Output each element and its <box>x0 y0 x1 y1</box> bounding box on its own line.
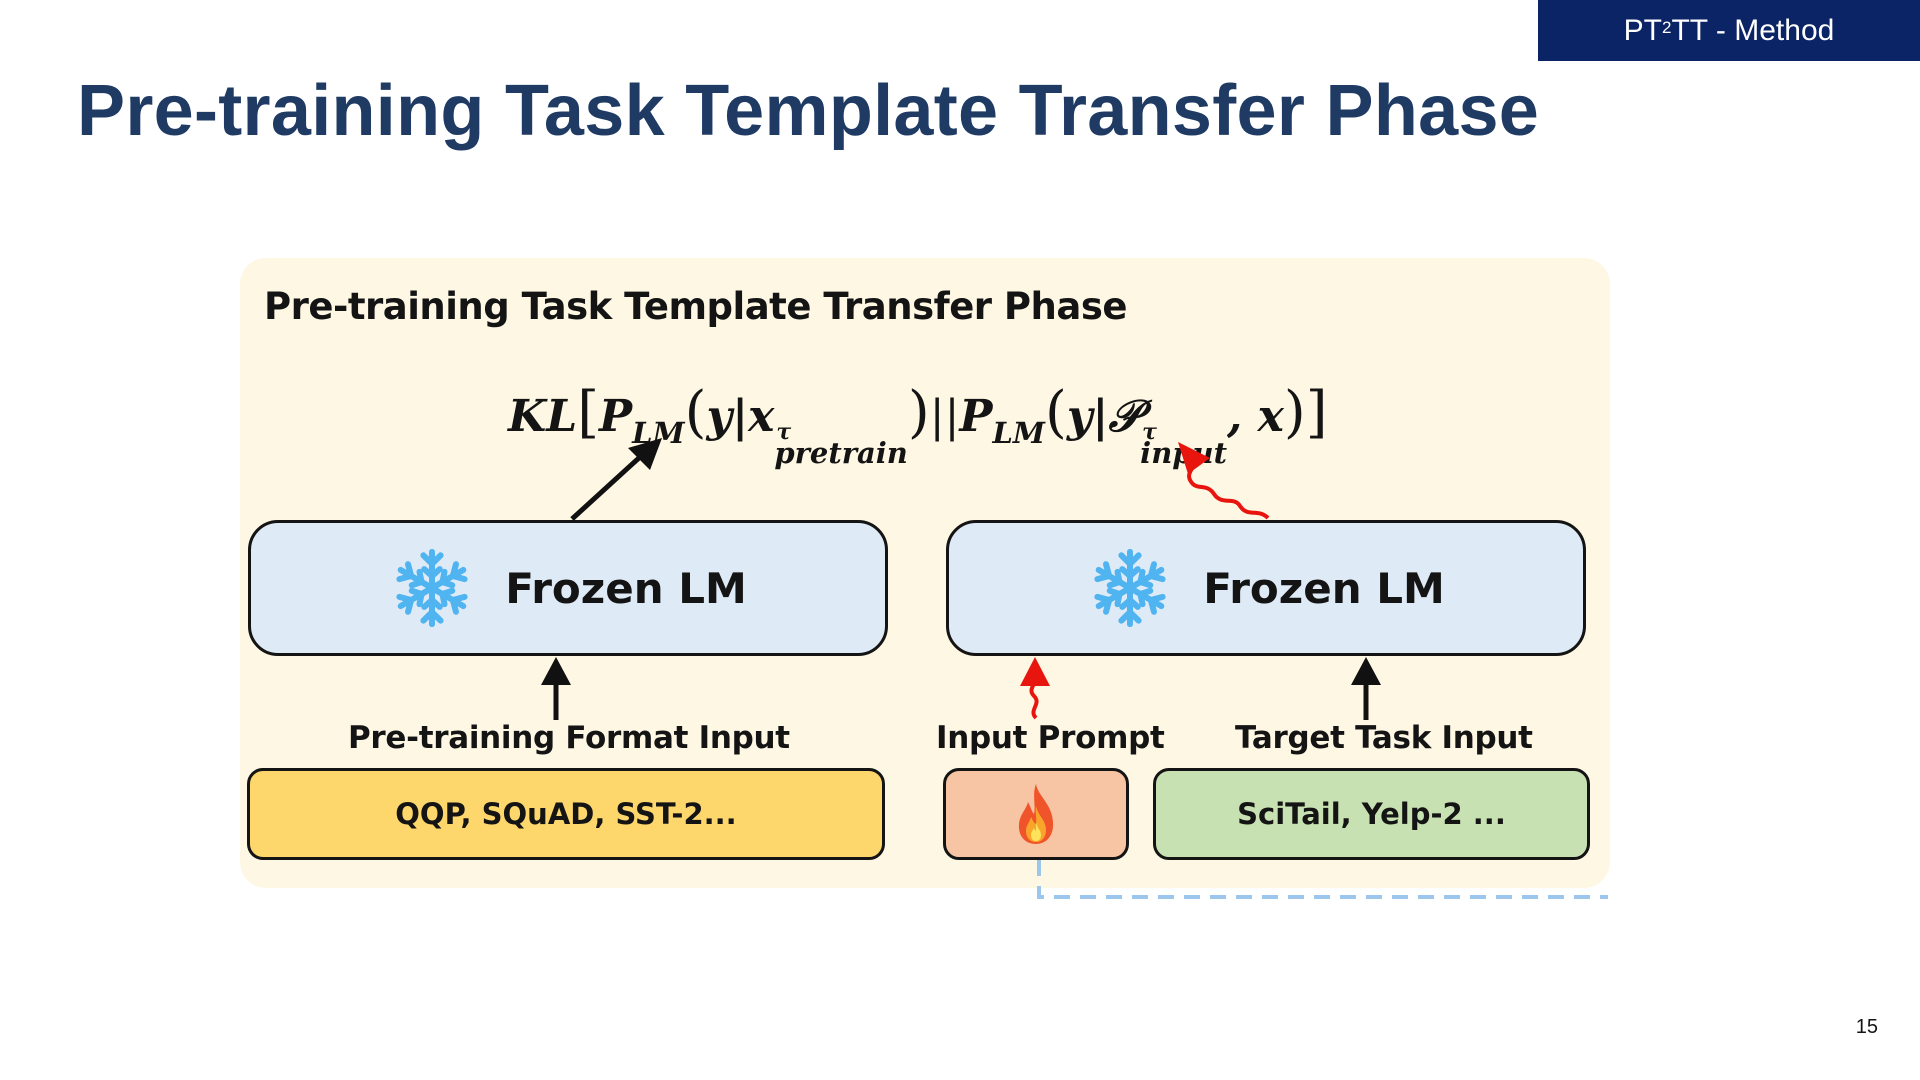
target-up-arrowhead <box>1351 657 1381 685</box>
snowflake-icon <box>389 548 475 631</box>
input-prompt-box <box>943 768 1129 860</box>
formula-x-sup: τ <box>776 419 792 445</box>
formula-paren-close-2: ) <box>1283 380 1306 445</box>
formula-bracket-open: [ <box>577 380 600 445</box>
slide-title: Pre-training Task Template Transfer Phas… <box>77 71 1540 151</box>
input-prompt-label: Input Prompt <box>936 720 1165 756</box>
formula-paren-close-1: ) <box>907 380 930 445</box>
section-tag-sup: 2 <box>1662 17 1672 37</box>
formula-x-scripts: τ pretrain <box>774 421 908 468</box>
formula-p1: P <box>599 391 633 442</box>
target-input-value: SciTail, Yelp-2 ... <box>1237 797 1506 831</box>
prompt-gradient-arrowhead <box>1020 657 1050 686</box>
kl-formula: KL [ P LM ( y|x τ pretrain ) || P LM ( y… <box>508 380 1328 468</box>
frozen-lm-left: Frozen LM <box>248 520 888 656</box>
formula-y2: y| <box>1066 391 1109 442</box>
fire-icon <box>1018 784 1054 844</box>
frozen-lm-left-label: Frozen LM <box>505 563 747 613</box>
formula-paren-open-2: ( <box>1045 380 1067 445</box>
prompt-dashed-connector <box>1037 860 1608 899</box>
target-input-box: SciTail, Yelp-2 ... <box>1153 768 1590 860</box>
formula-sep: || <box>929 391 960 442</box>
formula-kl: KL <box>508 391 578 442</box>
frozen-lm-right: Frozen LM <box>946 520 1586 656</box>
left-output-arrow <box>570 455 642 521</box>
right-gradient-arrow <box>1187 460 1270 520</box>
frozen-lm-right-label: Frozen LM <box>1203 563 1445 613</box>
formula-bracket-close: ] <box>1305 380 1328 445</box>
formula-x: , x <box>1227 391 1284 442</box>
formula-p2: P <box>959 391 993 442</box>
snowflake-icon <box>1087 548 1173 631</box>
pretrain-input-label: Pre-training Format Input <box>348 720 790 756</box>
page-number: 15 <box>1855 1016 1878 1038</box>
formula-prompt: 𝒫 <box>1108 391 1141 442</box>
formula-paren-open-1: ( <box>684 380 707 445</box>
formula-x-sub: pretrain <box>774 436 908 470</box>
section-tag-prefix: PT <box>1623 13 1663 47</box>
pretrain-input-box: QQP, SQuAD, SST-2... <box>247 768 885 860</box>
diagram-title: Pre-training Task Template Transfer Phas… <box>264 285 1127 328</box>
right-gradient-arrowhead <box>1178 442 1210 474</box>
pretrain-up-arrowhead <box>541 657 571 685</box>
left-output-arrowhead <box>628 438 662 470</box>
pretrain-input-value: QQP, SQuAD, SST-2... <box>395 797 737 831</box>
target-input-label: Target Task Input <box>1235 720 1533 756</box>
section-tag-suffix: TT - Method <box>1671 13 1835 47</box>
formula-p2-sub: LM <box>992 416 1046 450</box>
formula-y1: y|x <box>706 391 775 442</box>
formula-prompt-sup: τ <box>1142 419 1157 445</box>
